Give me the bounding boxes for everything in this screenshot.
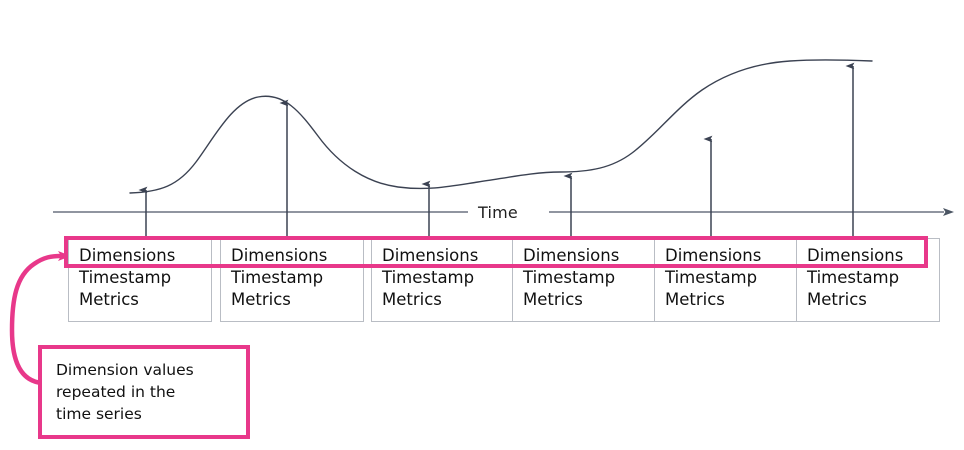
callout-connector-arrow bbox=[9, 251, 71, 386]
time-axis-label: Time bbox=[478, 203, 518, 222]
record-6-metrics: Metrics bbox=[807, 290, 867, 309]
record-5-dimensions: Dimensions bbox=[665, 246, 762, 265]
record-4-dimensions: Dimensions bbox=[523, 246, 620, 265]
record-3-timestamp: Timestamp bbox=[382, 268, 475, 287]
record-6-timestamp: Timestamp bbox=[807, 268, 900, 287]
record-box-3[interactable]: Dimensions Timestamp Metrics bbox=[371, 238, 515, 322]
record-2-metrics: Metrics bbox=[231, 290, 291, 309]
record-2-timestamp: Timestamp bbox=[231, 268, 324, 287]
record-box-4[interactable]: Dimensions Timestamp Metrics bbox=[512, 238, 656, 322]
record-3-dimensions: Dimensions bbox=[382, 246, 479, 265]
record-5-timestamp: Timestamp bbox=[665, 268, 758, 287]
record-box-6[interactable]: Dimensions Timestamp Metrics bbox=[796, 238, 940, 322]
record-1-metrics: Metrics bbox=[79, 290, 139, 309]
record-1-timestamp: Timestamp bbox=[79, 268, 172, 287]
record-4-timestamp: Timestamp bbox=[523, 268, 616, 287]
callout-line-2: repeated in the bbox=[56, 383, 176, 401]
record-3-metrics: Metrics bbox=[382, 290, 442, 309]
signal-curve bbox=[129, 59, 873, 194]
record-5-metrics: Metrics bbox=[665, 290, 725, 309]
record-1-dimensions: Dimensions bbox=[79, 246, 176, 265]
record-box-2[interactable]: Dimensions Timestamp Metrics bbox=[220, 238, 364, 322]
callout-line-1: Dimension values bbox=[56, 361, 194, 379]
callout-line-3: time series bbox=[56, 405, 142, 423]
record-box-1[interactable]: Dimensions Timestamp Metrics bbox=[68, 238, 212, 322]
record-box-5[interactable]: Dimensions Timestamp Metrics bbox=[654, 238, 798, 322]
callout-box: Dimension values repeated in the time se… bbox=[38, 345, 250, 439]
record-6-dimensions: Dimensions bbox=[807, 246, 904, 265]
record-4-metrics: Metrics bbox=[523, 290, 583, 309]
record-2-dimensions: Dimensions bbox=[231, 246, 328, 265]
